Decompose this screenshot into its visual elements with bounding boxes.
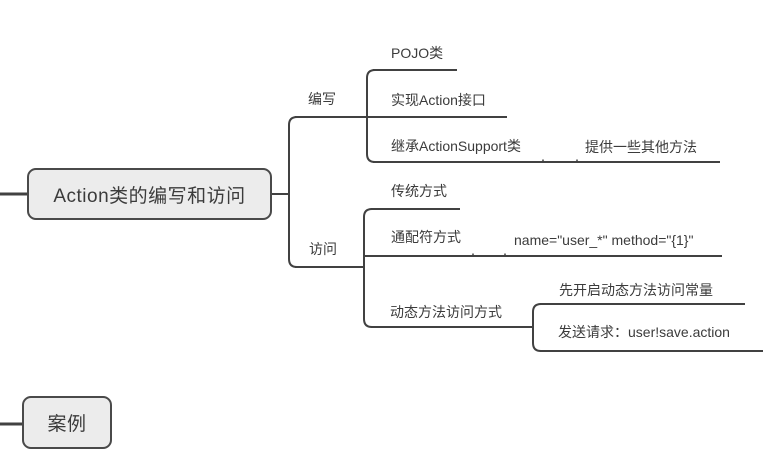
topic-enable-dmi-constant[interactable]: 先开启动态方法访问常量 (559, 282, 713, 298)
topic-extend-actionsupport[interactable]: 继承ActionSupport类 (391, 138, 521, 154)
root-branch-vertical (288, 116, 298, 268)
topic-pojo-class[interactable]: POJO类 (391, 45, 444, 61)
topic-access[interactable]: 访问 (309, 241, 337, 257)
root-node-action[interactable]: Action类的编写和访问 (27, 168, 272, 220)
topic-provide-other-methods[interactable]: 提供一些其他方法 (585, 139, 697, 155)
topic-send-request-example[interactable]: 发送请求：user!save.action (558, 324, 730, 340)
root-node-action-label: Action类的编写和访问 (53, 185, 246, 207)
topic-traditional-way[interactable]: 传统方式 (391, 183, 447, 199)
dynamic-children-vertical (532, 303, 542, 352)
root-node-case-label: 案例 (47, 414, 87, 435)
access-children-vertical (363, 208, 373, 328)
topic-wildcard-way[interactable]: 通配符方式 (391, 229, 461, 245)
root-node-case[interactable]: 案例 (22, 396, 112, 449)
topic-wildcard-example[interactable]: name="user_*" method="{1}" (514, 232, 694, 248)
topic-dynamic-method-way[interactable]: 动态方法访问方式 (390, 304, 502, 320)
topic-write[interactable]: 编写 (308, 91, 336, 107)
topic-implement-action-interface[interactable]: 实现Action接口 (391, 92, 486, 108)
